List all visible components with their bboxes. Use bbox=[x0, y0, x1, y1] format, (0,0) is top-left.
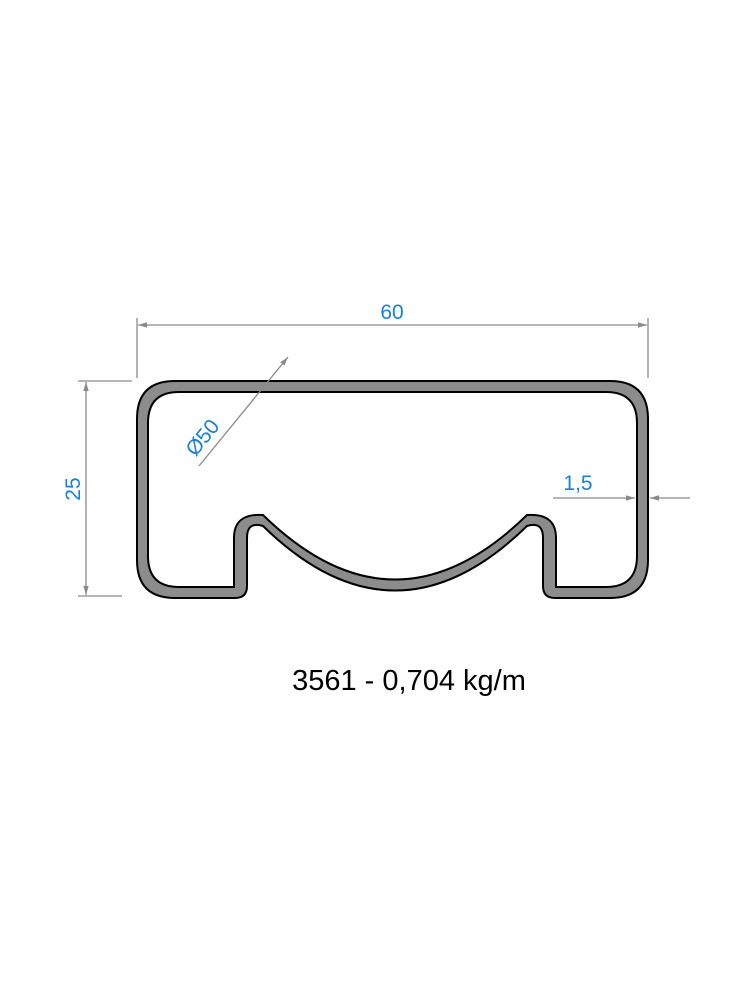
diameter-leader-line bbox=[198, 356, 289, 467]
profile-section bbox=[136, 380, 649, 599]
width-dimension: 60 bbox=[136, 301, 649, 378]
thickness-label: 1,5 bbox=[563, 472, 592, 495]
height-label: 25 bbox=[62, 477, 85, 500]
diameter-dimension: Ø50 bbox=[182, 356, 289, 467]
profile-wall bbox=[136, 380, 649, 599]
thickness-dimension: 1,5 bbox=[553, 472, 690, 501]
profile-caption: 3561 - 0,704 kg/m bbox=[292, 665, 526, 697]
diameter-label: Ø50 bbox=[182, 415, 225, 460]
height-dimension: 25 bbox=[62, 380, 132, 597]
width-label: 60 bbox=[380, 301, 403, 324]
